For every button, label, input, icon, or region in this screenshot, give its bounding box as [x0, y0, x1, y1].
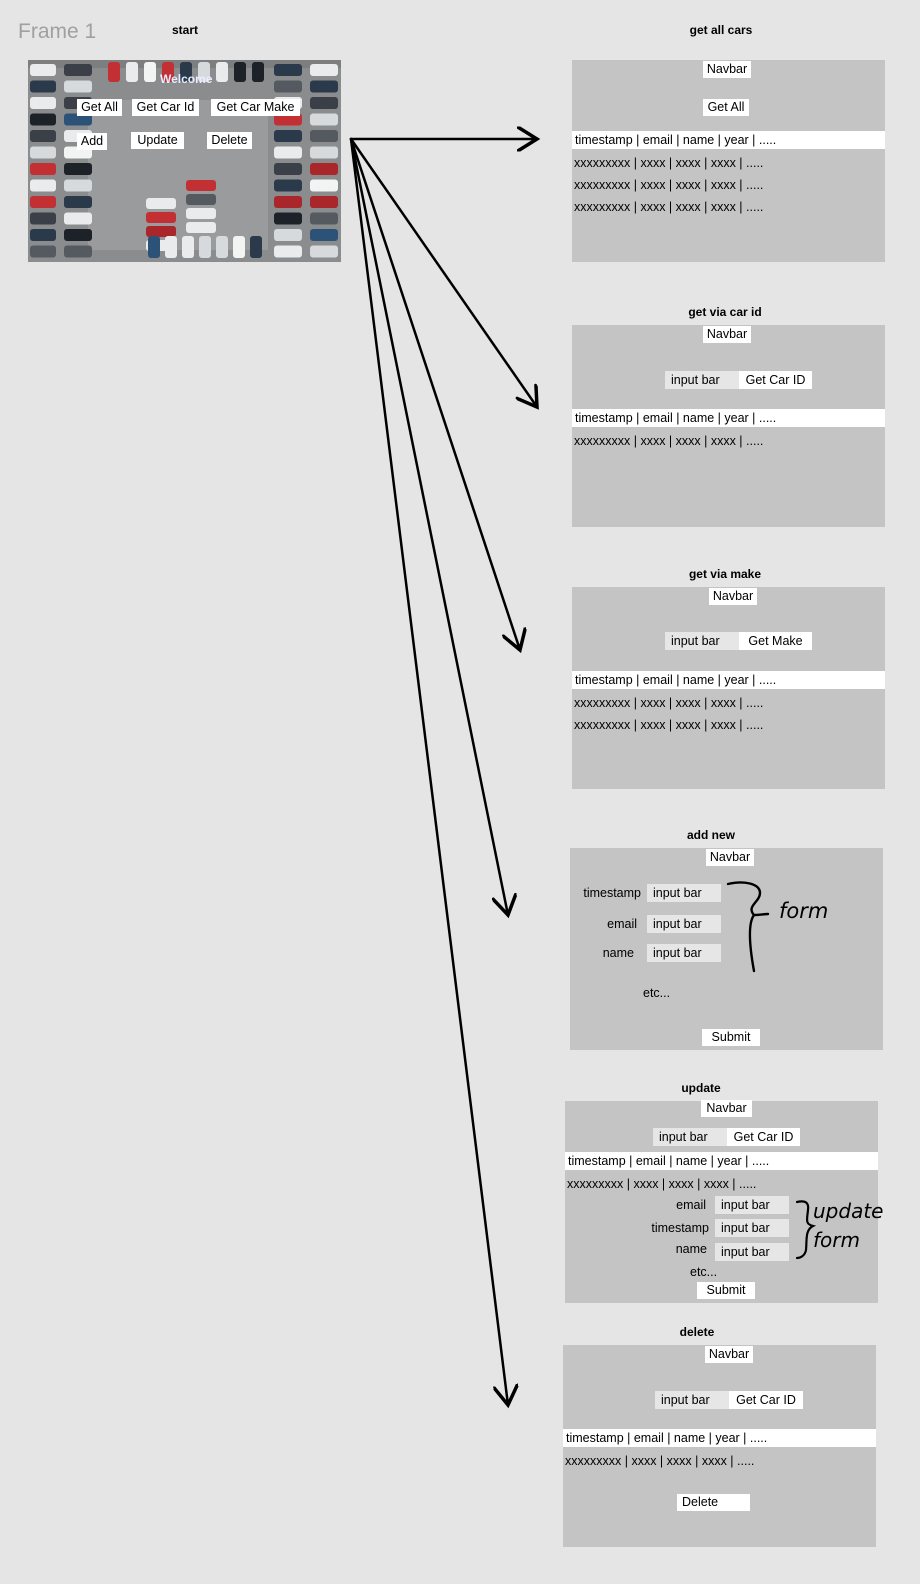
get-car-make-button[interactable]: Get Car Make: [211, 99, 300, 116]
form-annotation: form: [779, 899, 829, 923]
name-input[interactable]: input bar: [647, 944, 721, 962]
timestamp-label: timestamp: [583, 886, 641, 900]
update-etc: etc...: [690, 1265, 718, 1279]
get-make-navbar[interactable]: Navbar: [709, 588, 757, 605]
email-label: email: [607, 917, 637, 931]
update-get-car-id-button[interactable]: Get Car ID: [727, 1128, 800, 1146]
get-id-table-header: timestamp | email | name | year | .....: [572, 409, 885, 427]
get-id-table-row: xxxxxxxxx | xxxx | xxxx | xxxx | .....: [574, 434, 764, 448]
get-car-id-button[interactable]: Get Car Id: [132, 99, 199, 116]
update-name-label: name: [675, 1242, 707, 1256]
get-all-table-row: xxxxxxxxx | xxxx | xxxx | xxxx | .....: [574, 178, 764, 192]
parking-lot-image: [28, 60, 341, 262]
delete-id-input[interactable]: input bar: [655, 1391, 729, 1409]
update-form-brace: [795, 1200, 817, 1260]
get-all-table-row: xxxxxxxxx | xxxx | xxxx | xxxx | .....: [574, 200, 764, 214]
update-timestamp-label: timestamp: [651, 1221, 709, 1235]
add-new-etc: etc...: [643, 986, 671, 1000]
get-all-button[interactable]: Get All: [77, 99, 122, 116]
update-email-input[interactable]: input bar: [715, 1196, 789, 1214]
update-id-input[interactable]: input bar: [653, 1128, 727, 1146]
email-input[interactable]: input bar: [647, 915, 721, 933]
get-id-navbar[interactable]: Navbar: [703, 326, 751, 343]
get-make-button[interactable]: Get Make: [739, 632, 812, 650]
update-table-header: timestamp | email | name | year | .....: [565, 1152, 878, 1170]
arrow-to-add-new: [349, 137, 508, 915]
delete-submit-button[interactable]: Delete: [677, 1494, 750, 1511]
delete-table-row: xxxxxxxxx | xxxx | xxxx | xxxx | .....: [565, 1454, 755, 1468]
arrow-to-get-id: [349, 137, 537, 407]
form-brace: [726, 881, 770, 973]
get-id-input[interactable]: input bar: [665, 371, 739, 389]
timestamp-input[interactable]: input bar: [647, 884, 721, 902]
welcome-heading: Welcome: [160, 72, 213, 86]
get-make-title: get via make: [688, 567, 762, 581]
update-title: update: [681, 1081, 721, 1095]
update-table-row: xxxxxxxxx | xxxx | xxxx | xxxx | .....: [567, 1177, 757, 1191]
add-button[interactable]: Add: [77, 133, 107, 150]
get-all-navbar[interactable]: Navbar: [703, 61, 751, 78]
update-submit-button[interactable]: Submit: [697, 1282, 755, 1299]
add-new-panel: [570, 848, 883, 1050]
get-all-title: get all cars: [689, 23, 753, 37]
delete-get-car-id-button[interactable]: Get Car ID: [729, 1391, 803, 1409]
arrow-to-get-make: [349, 137, 520, 650]
add-new-title: add new: [686, 828, 736, 842]
delete-title: delete: [679, 1325, 715, 1339]
update-navbar[interactable]: Navbar: [701, 1100, 752, 1117]
get-id-title: get via car id: [688, 305, 762, 319]
delete-navbar[interactable]: Navbar: [705, 1346, 753, 1363]
arrow-to-delete: [349, 137, 508, 1405]
frame-label: Frame 1: [18, 20, 97, 43]
get-make-table-header: timestamp | email | name | year | .....: [572, 671, 885, 689]
get-car-id-button[interactable]: Get Car ID: [739, 371, 812, 389]
update-form-annotation: form: [813, 1228, 860, 1252]
get-make-input[interactable]: input bar: [665, 632, 739, 650]
get-all-panel: [572, 60, 885, 262]
get-make-table-row: xxxxxxxxx | xxxx | xxxx | xxxx | .....: [574, 718, 764, 732]
get-make-table-row: xxxxxxxxx | xxxx | xxxx | xxxx | .....: [574, 696, 764, 710]
delete-button[interactable]: Delete: [207, 132, 252, 149]
start-title: start: [171, 23, 199, 37]
get-all-table-row: xxxxxxxxx | xxxx | xxxx | xxxx | .....: [574, 156, 764, 170]
get-all-table-header: timestamp | email | name | year | .....: [572, 131, 885, 149]
update-button[interactable]: Update: [131, 132, 184, 149]
update-email-label: email: [676, 1198, 706, 1212]
add-new-navbar[interactable]: Navbar: [706, 849, 754, 866]
name-label: name: [602, 946, 634, 960]
add-new-submit-button[interactable]: Submit: [702, 1029, 760, 1046]
update-timestamp-input[interactable]: input bar: [715, 1219, 789, 1237]
delete-table-header: timestamp | email | name | year | .....: [563, 1429, 876, 1447]
update-annotation: update: [813, 1199, 884, 1223]
get-all-button[interactable]: Get All: [703, 99, 749, 116]
update-name-input[interactable]: input bar: [715, 1243, 789, 1261]
